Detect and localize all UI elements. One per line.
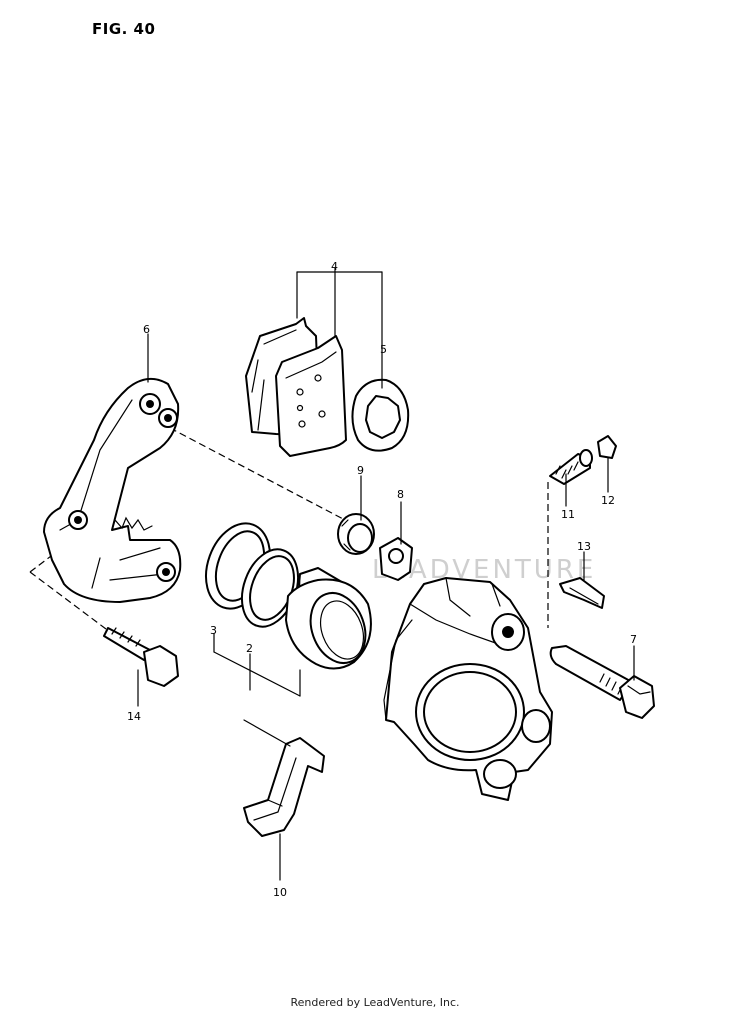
piston-ring-part: [240, 548, 300, 628]
mounting-bolt-part: [103, 627, 179, 687]
callout-10: 10: [273, 886, 287, 899]
bleeder-cap-small-part: [597, 435, 617, 459]
callout-2: 2: [246, 642, 253, 655]
callout-5: 5: [380, 343, 387, 356]
pad-retainer-part: [243, 737, 325, 837]
piston-seal-part: [337, 513, 375, 555]
figure-title: FIG. 40: [92, 20, 156, 38]
bleeder-screw-part: [549, 449, 593, 485]
callout-12: 12: [601, 494, 615, 507]
sliding-pin-bolt-part: [549, 645, 655, 719]
callout-3: 3: [210, 624, 217, 637]
callout-labels: 4 5 6 9 8 11 12 13 7 3 2 14 10: [127, 260, 637, 899]
pad-spring-part: [559, 577, 605, 609]
callout-4: 4: [331, 260, 338, 273]
callout-8: 8: [397, 488, 404, 501]
callout-7: 7: [630, 633, 637, 646]
leader-lines: [137, 267, 635, 881]
footer-credit: Rendered by LeadVenture, Inc.: [290, 996, 460, 1009]
caliper-bracket-part: [43, 377, 182, 603]
callout-6: 6: [143, 323, 150, 336]
piston-part: [285, 567, 372, 670]
callout-13: 13: [577, 540, 591, 553]
caliper-body-part: [383, 577, 553, 801]
bleeder-cap-part: [379, 537, 413, 581]
callout-11: 11: [561, 508, 575, 521]
callout-9: 9: [357, 464, 364, 477]
callout-14: 14: [127, 710, 141, 723]
pad-shim-part: [351, 378, 410, 452]
brake-pads-part: [245, 317, 347, 457]
